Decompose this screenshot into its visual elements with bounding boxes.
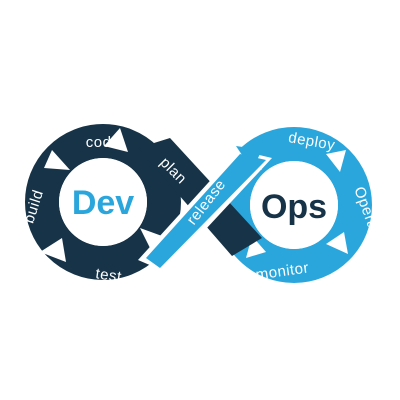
dev-loop xyxy=(25,124,181,280)
stage-label-code: code xyxy=(86,134,121,151)
crossing-bands xyxy=(138,138,272,272)
stage-label-test: test xyxy=(94,265,123,286)
dev-label: Dev xyxy=(72,184,134,222)
ops-center-disc xyxy=(250,161,338,249)
ops-label: Ops xyxy=(261,188,327,226)
dev-center-disc xyxy=(59,158,147,246)
ops-loop xyxy=(216,127,372,283)
